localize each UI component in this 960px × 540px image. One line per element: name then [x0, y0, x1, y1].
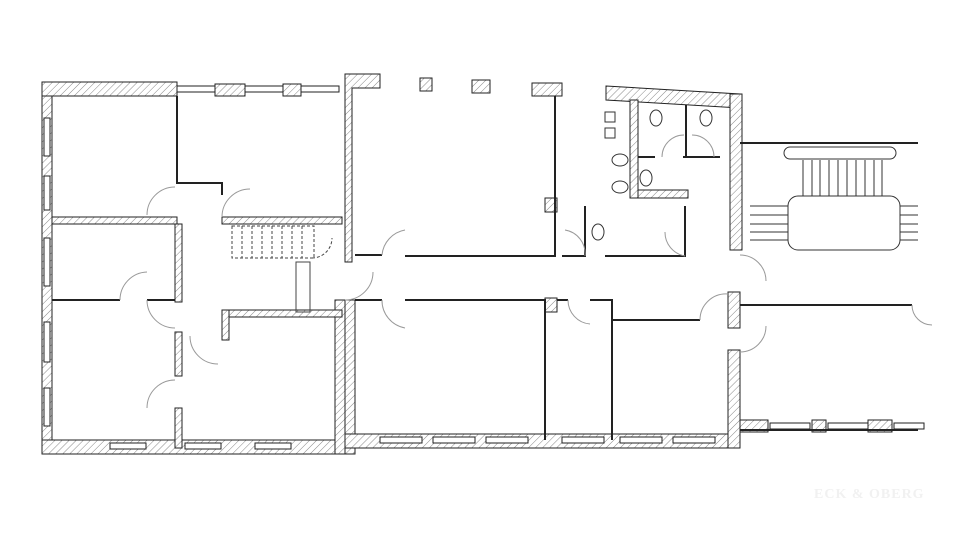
watermark: ECK & OBERG [814, 487, 925, 502]
windows [43, 85, 925, 450]
door-swings [119, 134, 933, 409]
interior-walls [52, 96, 918, 440]
staircase-left [231, 225, 333, 313]
staircase-right [750, 146, 918, 251]
toilet-fixtures [591, 109, 713, 241]
exterior-walls [41, 73, 893, 455]
